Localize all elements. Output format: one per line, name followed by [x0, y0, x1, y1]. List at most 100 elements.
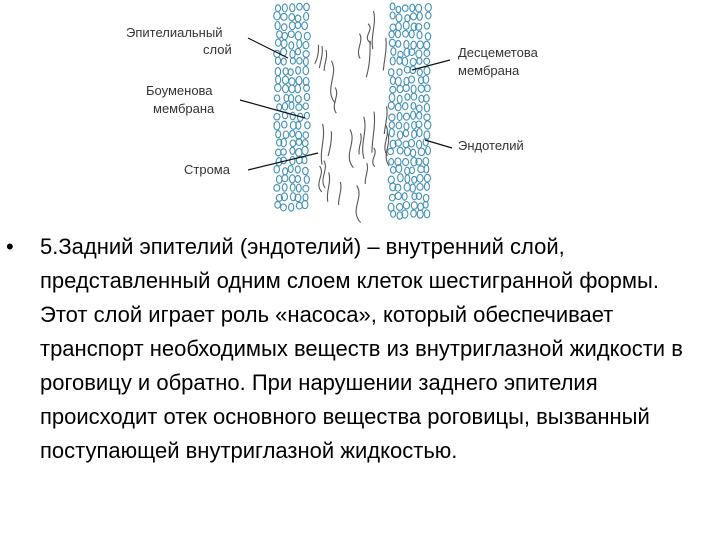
leader-epithelial — [247, 37, 289, 59]
epithelial-cell — [280, 23, 288, 32]
epithelial-cell — [274, 200, 281, 209]
endothelial-cell — [408, 29, 415, 39]
endothelial-cell — [417, 165, 425, 174]
endothelial-cell — [410, 209, 417, 218]
endothelial-cell — [416, 68, 423, 77]
label-bowman-line1: Боуменова — [146, 83, 213, 98]
epithelial-cell — [289, 183, 296, 192]
epithelial-cells — [273, 2, 311, 212]
endothelial-cell — [416, 11, 423, 21]
epithelial-cell — [274, 20, 281, 31]
endothelial-cell — [389, 56, 396, 66]
endothelial-cell — [410, 156, 418, 167]
stroma-fiber — [365, 40, 371, 78]
label-descemet-line2: мембрана — [458, 63, 520, 78]
stroma-fiber — [338, 181, 342, 206]
epithelial-cell — [301, 156, 308, 165]
epithelial-cell — [301, 199, 309, 210]
epithelial-cell — [302, 40, 310, 50]
endothelial-cell — [415, 120, 423, 129]
endothelial-cell — [416, 111, 423, 120]
endothelial-cell — [423, 66, 431, 76]
epithelial-cell — [288, 21, 296, 31]
epithelial-cell — [273, 112, 281, 121]
epithelial-cell — [282, 130, 290, 139]
endothelial-cell — [402, 129, 410, 138]
epithelial-cell — [289, 57, 296, 65]
epithelial-cell — [276, 138, 283, 147]
epithelial-cell — [281, 183, 288, 192]
epithelial-cell — [288, 41, 295, 50]
endothelial-cell — [396, 111, 403, 122]
endothelial-cell — [417, 202, 424, 212]
endothelial-cell — [389, 182, 397, 192]
endothelial-cell — [409, 148, 417, 158]
stroma-fiber — [320, 123, 325, 165]
epithelial-cell — [282, 67, 289, 76]
epithelial-cell — [280, 148, 287, 156]
label-epithelial-line2: слой — [203, 42, 232, 57]
endothelial-cell — [410, 40, 417, 50]
label-bowman-line2: мембрана — [153, 101, 215, 116]
epithelial-cell — [302, 50, 310, 58]
descemet-endothelium-cells — [386, 2, 432, 220]
epithelial-cell — [281, 174, 289, 183]
epithelial-cell — [295, 75, 303, 86]
epithelial-cell — [303, 111, 310, 120]
endothelial-cell — [403, 182, 411, 192]
endothelial-cell — [417, 147, 426, 157]
label-stroma: Строма — [184, 162, 231, 177]
endothelial-cell — [390, 209, 397, 218]
endothelial-cell — [423, 102, 431, 113]
stroma-fiber — [371, 111, 376, 153]
endothelial-cell — [387, 68, 395, 77]
stroma-fiber — [327, 131, 333, 157]
epithelial-cell — [275, 130, 282, 139]
leader-bowman — [239, 99, 306, 119]
cornea-diagram-svg: Эпителиальный слой Боуменова мембрана Ст… — [126, 2, 539, 223]
endothelial-cell — [396, 130, 404, 140]
endothelial-cell — [395, 40, 402, 48]
epithelial-cell — [303, 11, 310, 22]
endothelial-cell — [396, 68, 403, 76]
endothelial-cell — [388, 193, 396, 202]
epithelial-cell — [281, 120, 288, 129]
endothelial-cell — [411, 192, 418, 201]
epithelial-cell — [289, 146, 296, 155]
endothelial-cell — [395, 5, 402, 14]
endothelial-cell — [389, 2, 396, 11]
endothelial-cell — [389, 11, 396, 20]
description-paragraph: 5.Задний эпителий (эндотелий) – внутренн… — [40, 234, 683, 463]
endothelial-cell — [423, 49, 431, 57]
endothelial-cell — [389, 76, 396, 86]
endothelial-cell — [416, 182, 424, 191]
stroma-fiber — [348, 129, 354, 169]
endothelial-cell — [415, 104, 423, 113]
endothelial-cell — [395, 163, 403, 174]
endothelial-cell — [401, 102, 409, 111]
epithelial-cell — [294, 47, 302, 56]
endothelial-cell — [415, 139, 423, 150]
epithelial-cell — [295, 103, 303, 112]
epithelial-cell — [301, 21, 309, 31]
epithelial-cell — [273, 10, 281, 21]
endothelial-cell — [395, 121, 403, 130]
endothelial-cell — [423, 40, 431, 50]
endothelial-cell — [411, 129, 418, 139]
epithelial-cell — [303, 84, 310, 92]
bullet-marker: • — [6, 234, 14, 259]
stroma-fiber — [382, 37, 387, 71]
epithelial-cell — [294, 175, 302, 183]
label-epithelial-line1: Эпителиальный — [126, 25, 222, 40]
epithelial-cell — [274, 67, 282, 77]
epithelial-cell — [301, 145, 309, 156]
endothelial-cell — [423, 21, 431, 30]
endothelial-cell — [416, 127, 423, 138]
endothelial-cell — [417, 84, 425, 93]
endothelial-cell — [423, 113, 431, 121]
epithelial-cell — [280, 137, 287, 148]
epithelial-cell — [280, 39, 288, 49]
bullet-item: • 5.Задний эпителий (эндотелий) – внутре… — [6, 230, 708, 468]
label-endothelium: Эндотелий — [458, 138, 524, 153]
leader-lines — [239, 37, 453, 171]
